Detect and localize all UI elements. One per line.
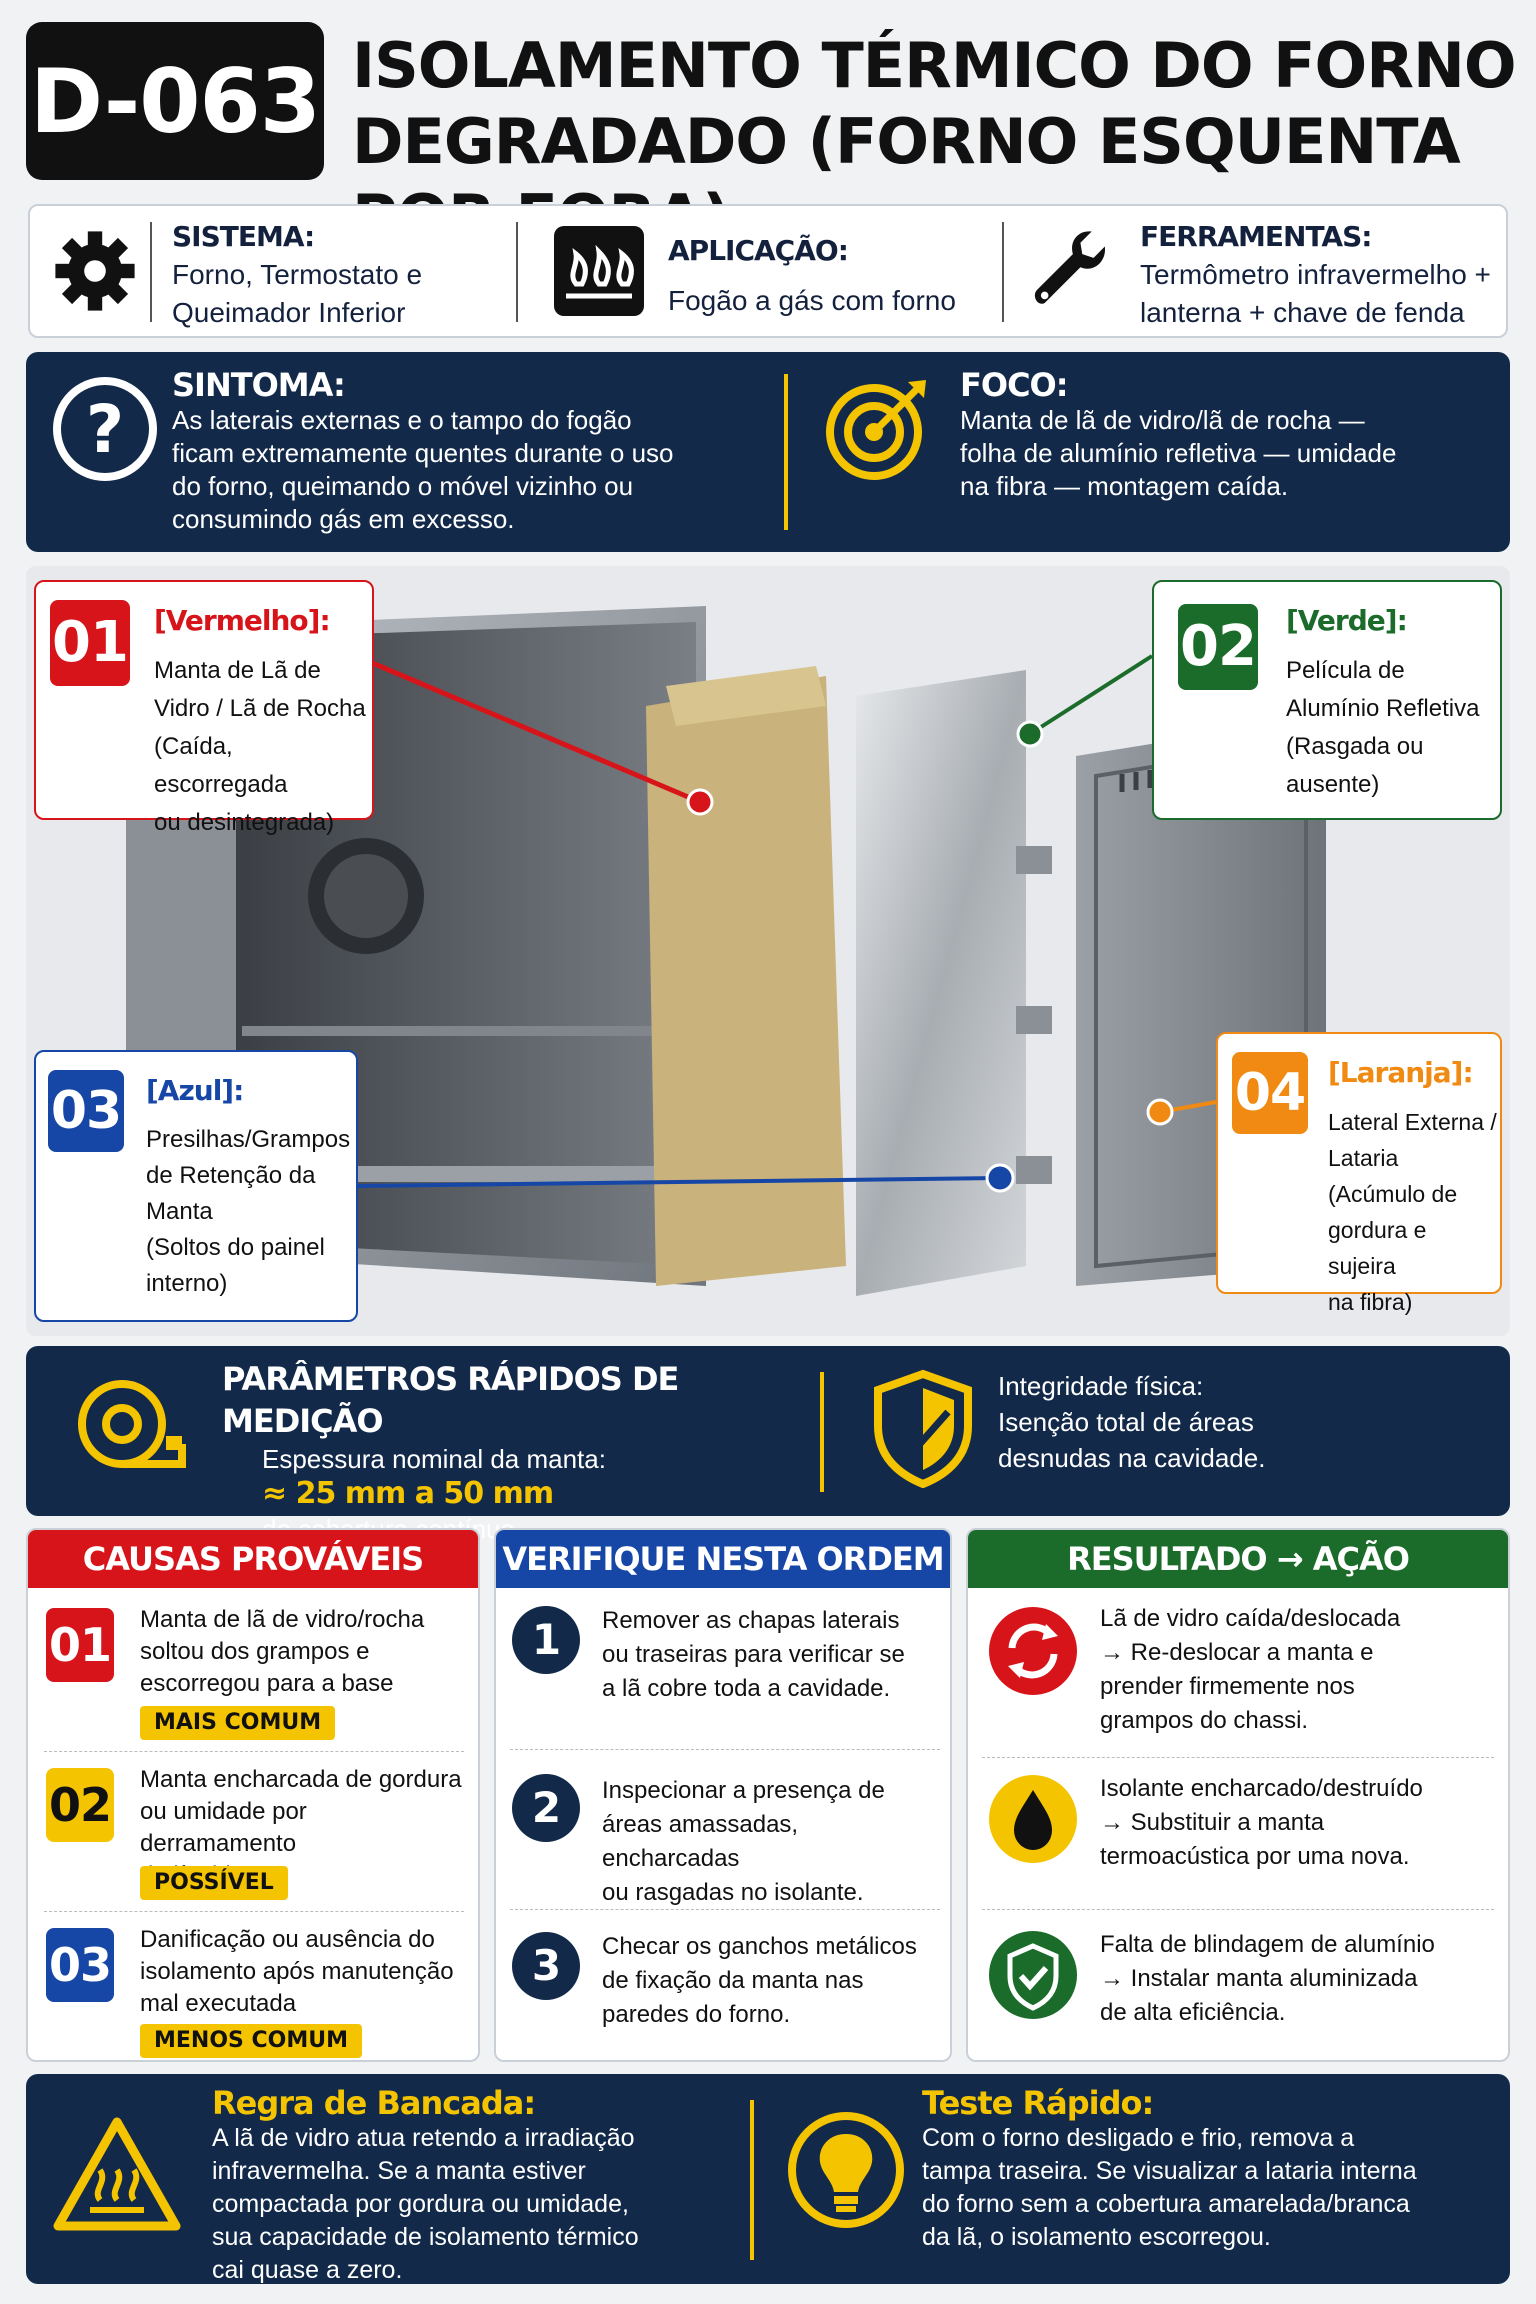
shield-check-icon — [988, 1930, 1078, 2020]
integrity-label: Integridade física: — [998, 1371, 1204, 1401]
verifique-header: VERIFIQUE NESTA ORDEM — [496, 1530, 950, 1588]
ferramentas-label: FERRAMENTAS: — [1140, 220, 1372, 253]
sistema-line1: Forno, Termostato e — [172, 259, 423, 290]
sistema-line2: Queimador Inferior — [172, 297, 406, 328]
lightbulb-icon — [786, 2110, 906, 2230]
sintoma-line: do forno, queimando o móvel vizinho ou — [172, 471, 634, 501]
tape-measure-icon — [72, 1374, 192, 1484]
aplicacao-text: Fogão a gás com forno — [668, 285, 956, 316]
likelihood-badge: MAIS COMUM — [140, 1706, 336, 1740]
ferramentas-line2: lanterna + chave de fenda — [1140, 297, 1465, 328]
page-title: ISOLAMENTO TÉRMICO DO FORNO DEGRADADO (F… — [352, 29, 1517, 254]
sistema-label: SISTEMA: — [172, 220, 315, 253]
drop-icon — [988, 1774, 1078, 1864]
sintoma-label: SINTOMA: — [172, 366, 346, 404]
callout-number: 03 — [48, 1070, 124, 1152]
causa-item: 02 Manta encharcada de gordura ou umidad… — [44, 1764, 464, 1912]
sintoma-foco-panel: ? SINTOMA: As laterais externas e o tamp… — [26, 352, 1510, 552]
question-icon: ? — [50, 374, 160, 484]
causas-header: CAUSAS PROVÁVEIS — [28, 1530, 478, 1588]
params-panel: PARÂMETROS RÁPIDOS DE MEDIÇÃO Espessura … — [26, 1346, 1510, 1544]
ferramentas-line1: Termômetro infravermelho + — [1140, 259, 1491, 290]
integrity-line2: desnudas na cavidade. — [998, 1443, 1266, 1473]
foco-line: folha de alumínio refletiva — umidade — [960, 438, 1397, 468]
callout-03: 03 [Azul]: Presilhas/Grampos de Retenção… — [34, 1050, 358, 1322]
callout-04: 04 [Laranja]: Lateral Externa / Lataria … — [1216, 1032, 1502, 1315]
code-badge: D-063 — [26, 22, 324, 180]
step-item: 2 Inspecionar a presença de áreas amassa… — [510, 1770, 940, 1910]
resultado-header: RESULTADO → AÇÃO — [968, 1530, 1508, 1588]
causa-item: 03 Danificação ou ausência do isolamento… — [44, 1924, 464, 2058]
callout-number: 02 — [1178, 604, 1258, 690]
params-title: PARÂMETROS RÁPIDOS DE MEDIÇÃO — [222, 1360, 679, 1440]
foco-label: FOCO: — [960, 366, 1069, 404]
gear-icon — [50, 226, 140, 316]
wrench-icon — [1024, 224, 1118, 318]
callout-number: 01 — [50, 600, 130, 686]
result-item: Lã de vidro caída/deslocada → Re-desloca… — [982, 1600, 1494, 1758]
callout-tag: [Vermelho]: — [154, 604, 331, 637]
sintoma-line: consumindo gás em excesso. — [172, 504, 515, 534]
aplicacao-label: APLICAÇÃO: — [668, 234, 849, 267]
step-item: 3 Checar os ganchos metálicos de fixação… — [510, 1926, 940, 2056]
params-value: ≈ 25 mm a 50 mm — [262, 1476, 554, 1511]
shield-icon — [868, 1368, 978, 1488]
info-bar: SISTEMA: Forno, Termostato e Queimador I… — [28, 204, 1508, 338]
likelihood-badge: MENOS COMUM — [140, 2024, 363, 2058]
hot-surface-warning-icon — [52, 2114, 182, 2234]
callout-tag: [Verde]: — [1286, 604, 1408, 637]
step-item: 1 Remover as chapas laterais ou traseira… — [510, 1600, 940, 1750]
svg-text:?: ? — [86, 391, 124, 468]
foco-line: na fibra — montagem caída. — [960, 471, 1289, 501]
code-text: D-063 — [30, 49, 321, 153]
sintoma-line: ficam extremamente quentes durante o uso — [172, 438, 674, 468]
integrity-line1: Isenção total de áreas — [998, 1407, 1254, 1437]
causa-item: 01 Manta de lã de vidro/rocha soltou dos… — [44, 1604, 464, 1752]
params-line1: Espessura nominal da manta: — [262, 1444, 606, 1474]
callout-tag: [Azul]: — [146, 1074, 244, 1107]
callout-02: 02 [Verde]: Película de Alumínio Refleti… — [1152, 580, 1502, 820]
result-item: Isolante encharcado/destruído → Substitu… — [982, 1770, 1494, 1910]
callout-01: 01 [Vermelho]: Manta de Lã de Vidro / Lã… — [34, 580, 374, 836]
footer-panel: Regra de Bancada: A lã de vidro atua ret… — [26, 2074, 1510, 2284]
teste-label: Teste Rápido: — [922, 2084, 1154, 2122]
flame-icon — [554, 226, 644, 316]
foco-line: Manta de lã de vidro/lã de rocha — — [960, 405, 1365, 435]
callout-tag: [Laranja]: — [1328, 1056, 1474, 1089]
sintoma-line: As laterais externas e o tampo do fogão — [172, 405, 632, 435]
result-item: Falta de blindagem de alumínio → Instala… — [982, 1926, 1494, 2056]
refresh-icon — [988, 1606, 1078, 1696]
target-icon — [822, 374, 932, 484]
callout-number: 04 — [1232, 1052, 1308, 1134]
likelihood-badge: POSSÍVEL — [140, 1866, 288, 1900]
regra-label: Regra de Bancada: — [212, 2084, 536, 2122]
